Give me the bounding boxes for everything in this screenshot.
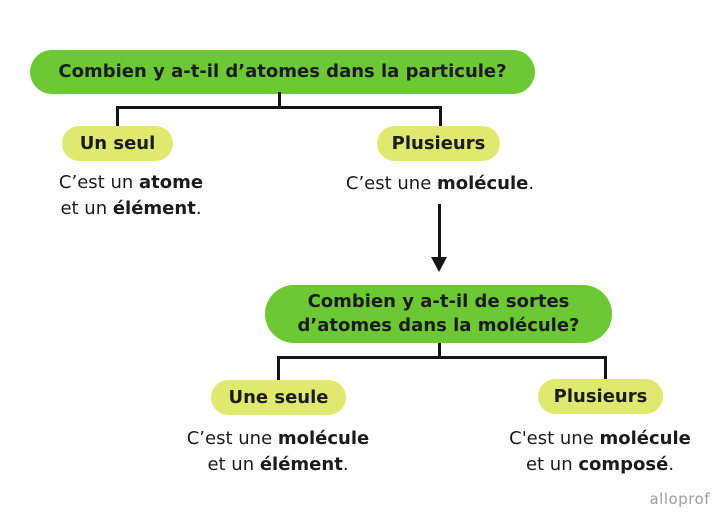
answer-molecule-compose-line2: et un composé. [525,454,675,475]
connector-q1-stem [278,92,281,109]
answer-atome-element-line2: et un élément. [60,198,202,219]
question-2-line1: Combien y a-t-il de sortes [307,291,570,312]
question-box-2: Combien y a-t-il de sortes d’atomes dans… [265,285,612,343]
branch-pill-plusieurs-2: Plusieurs [538,379,663,414]
answer-molecule-compose: C'est une molécule et un composé. [500,426,700,478]
alloprof-watermark: alloprof [649,490,710,508]
answer-atome-element: C’est un atome et un élément. [31,170,231,222]
question-2-line2: d’atomes dans la molécule? [297,315,580,336]
answer-molecule-element-line2: et un élément. [207,454,349,475]
arrow-head-icon [431,257,447,272]
answer-molecule-element: C’est une molécule et un élément. [178,426,378,478]
connector-q2-drop-left [277,356,280,380]
connector-q2-stem [438,343,441,359]
branch-pill-plusieurs-2-label: Plusieurs [553,386,648,407]
answer-molecule-element-line1: C’est une molécule [186,428,370,449]
arrow-shaft [438,204,441,259]
connector-q1-drop-left [116,106,119,128]
branch-pill-plusieurs-1-label: Plusieurs [391,133,486,154]
answer-molecule: C’est une molécule. [340,171,540,197]
branch-pill-un-seul-label: Un seul [79,133,156,154]
answer-molecule-compose-line1: C'est une molécule [509,428,691,449]
connector-q2-drop-right [604,356,607,380]
branch-pill-plusieurs-1: Plusieurs [377,126,500,161]
connector-q1-crossbar [116,106,442,109]
branch-pill-un-seul: Un seul [62,126,173,161]
question-1-text: Combien y a-t-il d’atomes dans la partic… [58,61,507,82]
connector-q1-drop-right [439,106,442,128]
answer-atome-element-line1: C’est un atome [58,172,204,193]
answer-molecule-line1: C’est une molécule. [345,173,535,194]
connector-q2-crossbar [277,356,607,359]
branch-pill-une-seule-label: Une seule [228,387,329,408]
question-box-1: Combien y a-t-il d’atomes dans la partic… [30,50,535,94]
branch-pill-une-seule: Une seule [211,380,346,415]
